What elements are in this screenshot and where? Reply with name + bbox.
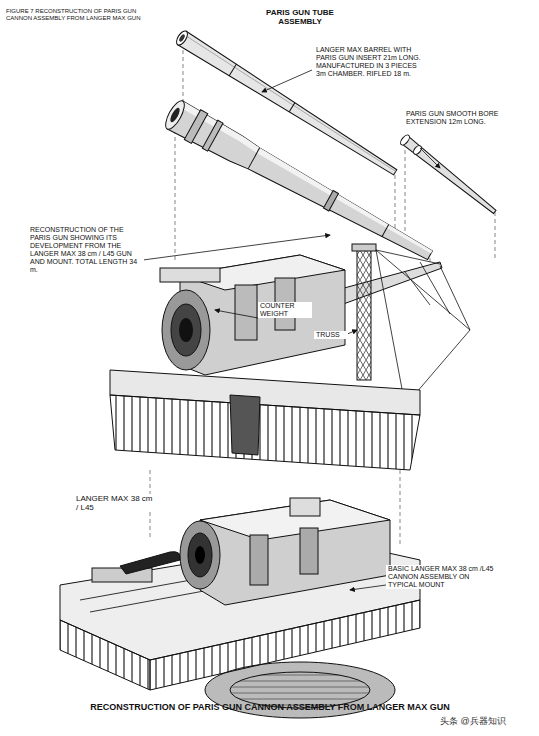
figure-note: FIGURE 7 RECONSTRUCTION OF PARIS GUN CAN… xyxy=(6,8,146,22)
part-label: LANGER MAX BARREL WITH PARIS GUN INSERT … xyxy=(314,46,428,78)
part-label: BASIC LANGER MAX 38 cm /L45 CANNON ASSEM… xyxy=(386,565,502,589)
smooth-bore-extension xyxy=(399,133,499,216)
caption: RECONSTRUCTION OF PARIS GUN CANNON ASSEM… xyxy=(60,702,480,712)
part-label: PARIS GUN SMOOTH BORE EXTENSION 12m LONG… xyxy=(404,110,508,126)
langer-max-barrel xyxy=(162,97,439,270)
langer-max-mount xyxy=(60,498,420,718)
title: PARIS GUN TUBE ASSEMBLY xyxy=(250,8,350,26)
note-label: RECONSTRUCTION OF THE PARIS GUN SHOWING … xyxy=(28,226,144,274)
leader-lines xyxy=(128,70,440,590)
part-label: COUNTER WEIGHT xyxy=(258,302,312,318)
part-label: LANGER MAX 38 cm / L45 xyxy=(74,494,158,512)
watermark: 头条 @兵器知识 xyxy=(440,716,534,726)
part-label: TRUSS xyxy=(314,331,348,339)
reconstructed-mount xyxy=(110,244,470,470)
